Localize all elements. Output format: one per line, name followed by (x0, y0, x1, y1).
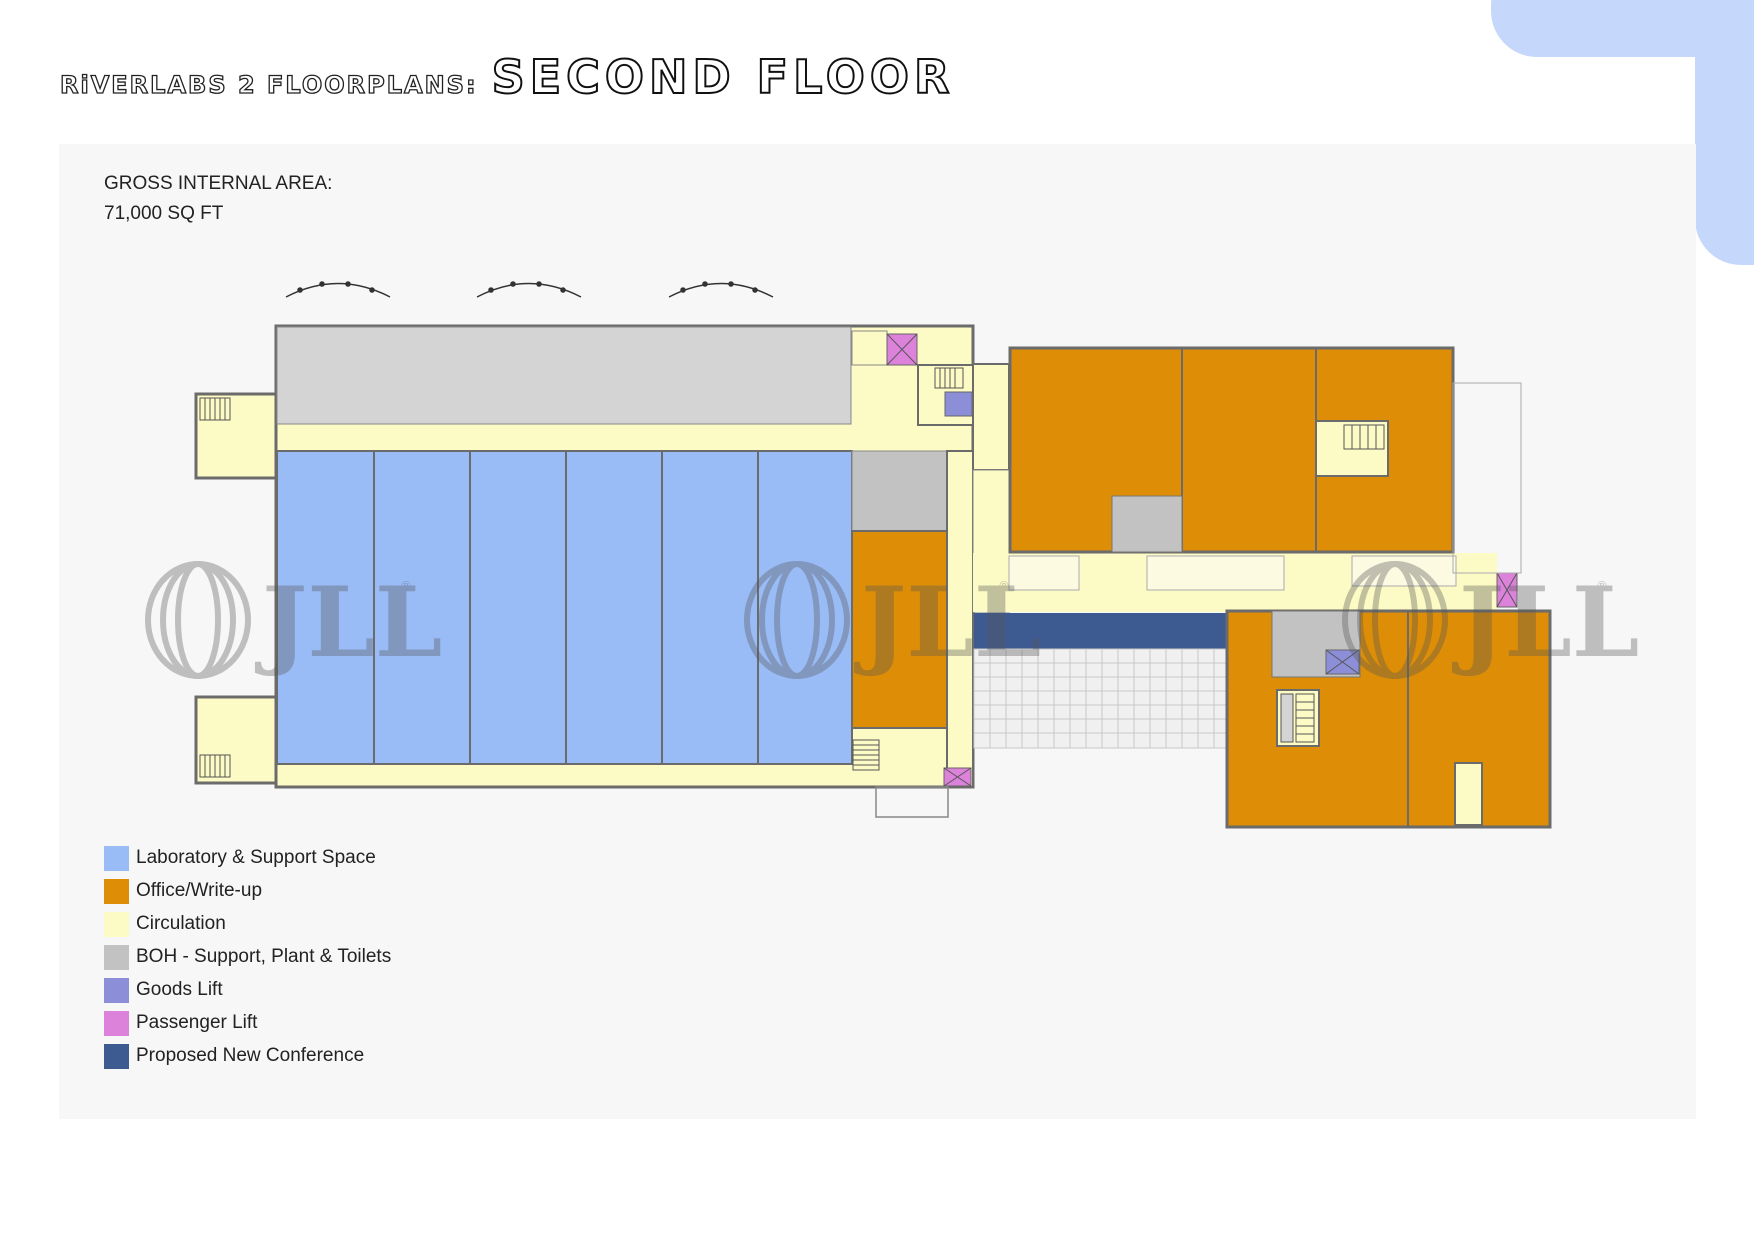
legend-label: Proposed New Conference (136, 1045, 365, 1066)
decorative-side-shape (1695, 0, 1754, 265)
passenger-lift-icon (886, 333, 918, 366)
area-value: 71,000 SQ FT (104, 203, 224, 224)
passenger-lift-icon (1496, 572, 1518, 608)
legend-swatch (104, 1011, 129, 1036)
jll-watermark: JLL JLL JLL ® ® ® (145, 561, 1639, 679)
legend-label: Laboratory & Support Space (136, 847, 376, 868)
legend-swatch (104, 978, 129, 1003)
area-label: GROSS INTERNAL AREA: (104, 173, 333, 194)
goods-lift-icon (1325, 649, 1360, 675)
legend-swatch (104, 912, 129, 937)
left-building (194, 324, 975, 818)
lower-right-building (1225, 609, 1552, 829)
staircase-icon (199, 367, 964, 778)
laboratory-bays (276, 450, 853, 765)
title-prefix: RiVERLABS 2 FLOORPLANS: (59, 70, 478, 99)
legend-label: Goods Lift (136, 979, 223, 1000)
legend-swatch (104, 945, 129, 970)
upper-right-building (1008, 346, 1522, 574)
gross-internal-area: GROSS INTERNAL AREA: 71,000 SQ FT (104, 169, 332, 229)
watermark-text: JLL (1451, 566, 1639, 679)
legend-swatch (104, 846, 129, 871)
watermark-mark: ® (998, 579, 1010, 593)
watermark-text: JLL (853, 566, 1041, 679)
link-corridor (972, 363, 1518, 749)
legend-label: BOH - Support, Plant & Toilets (136, 946, 392, 967)
watermark-text: JLL (254, 566, 442, 679)
legend-label: Office/Write-up (136, 880, 263, 901)
title-floor: SECOND FLOOR (491, 49, 955, 105)
staircase-icon (1280, 693, 1315, 743)
passenger-lift-icon (943, 767, 972, 787)
legend-label: Circulation (136, 913, 226, 934)
watermark-mark: ® (1596, 579, 1608, 593)
atrium-grid (973, 648, 1228, 749)
tree-symbols (285, 281, 774, 298)
page-title: RiVERLABS 2 FLOORPLANS: SECOND FLOOR (59, 49, 955, 106)
legend-swatch (104, 879, 129, 904)
watermark-mark: ® (400, 579, 412, 593)
goods-lift-icon (944, 391, 973, 417)
staircase-icon (1343, 424, 1385, 450)
legend-label: Passenger Lift (136, 1012, 258, 1033)
legend-swatch (104, 1044, 129, 1069)
